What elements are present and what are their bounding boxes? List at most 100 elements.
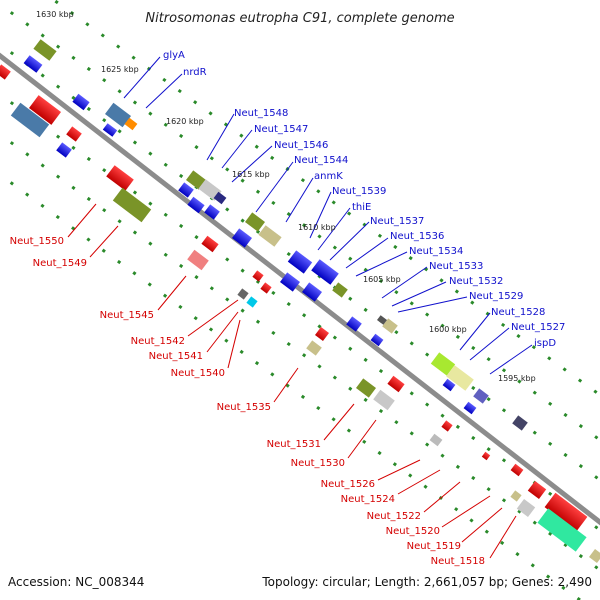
gene-label[interactable]: Neut_1545 xyxy=(100,310,154,321)
gene-blue xyxy=(442,378,456,392)
gene-labels-reverse: Neut_1550 Neut_1549 Neut_1545 Neut_1542 … xyxy=(10,236,485,567)
gene-blue xyxy=(56,142,72,158)
gene-olive xyxy=(245,212,265,232)
scale-label: 1600 kbp xyxy=(429,325,467,334)
gene-steel xyxy=(10,102,50,138)
gene-grey xyxy=(429,433,443,447)
gene-label[interactable]: Neut_1546 xyxy=(274,140,328,151)
gene-blue xyxy=(346,316,362,332)
gene-red xyxy=(106,165,134,191)
gene-label[interactable]: Neut_1547 xyxy=(254,124,308,135)
gene-label[interactable]: Neut_1542 xyxy=(131,336,185,347)
map-title: Nitrosomonas eutropha C91, complete geno… xyxy=(145,11,454,26)
gene-label[interactable]: Neut_1533 xyxy=(429,261,483,272)
gene-blue xyxy=(287,250,313,274)
gene-label[interactable]: nrdR xyxy=(183,67,207,78)
gene-grey xyxy=(237,288,249,300)
leader-lines-red xyxy=(67,203,517,559)
scale-label: 1620 kbp xyxy=(166,117,204,126)
gene-blue xyxy=(463,401,477,415)
gene-label[interactable]: Neut_1529 xyxy=(469,291,523,302)
scale-labels: 1630 kbp 1625 kbp 1620 kbp 1615 kbp 1610… xyxy=(36,10,536,383)
scale-label: 1615 kbp xyxy=(232,170,270,179)
gene-khaki xyxy=(588,548,600,564)
gene-blue xyxy=(23,55,43,73)
gene-label[interactable]: Neut_1532 xyxy=(449,276,503,287)
gene-blue xyxy=(204,204,220,220)
gene-red xyxy=(260,282,272,294)
gene-label[interactable]: ispD xyxy=(534,338,556,349)
gene-label[interactable]: Neut_1550 xyxy=(10,236,64,247)
gene-blocks xyxy=(0,39,600,564)
gene-olive xyxy=(186,170,206,190)
gene-blue xyxy=(178,182,194,198)
gene-pink xyxy=(187,249,209,271)
gene-khaki xyxy=(446,365,474,391)
gene-blue xyxy=(72,93,90,111)
gene-red xyxy=(29,95,61,125)
scale-label: 1610 kbp xyxy=(298,223,336,232)
gene-label[interactable]: glyA xyxy=(163,50,185,61)
gene-steel xyxy=(105,102,131,128)
gene-label[interactable]: Neut_1527 xyxy=(511,322,565,333)
gene-label[interactable]: Neut_1537 xyxy=(370,216,424,227)
gene-label[interactable]: Neut_1534 xyxy=(409,246,463,257)
gene-red xyxy=(527,480,547,500)
gene-red xyxy=(0,64,11,80)
gene-lime xyxy=(430,352,456,376)
gene-red xyxy=(544,492,588,532)
gene-khaki xyxy=(258,225,282,247)
gene-blue xyxy=(302,282,322,302)
gene-red xyxy=(387,375,405,393)
gene-label[interactable]: Neut_1540 xyxy=(171,368,225,379)
gene-grey xyxy=(373,389,395,411)
gene-label[interactable]: thiE xyxy=(352,202,371,213)
gene-olive xyxy=(112,187,152,223)
scale-label: 1605 kbp xyxy=(363,275,401,284)
leader-lines-blue xyxy=(123,56,533,375)
gene-blue xyxy=(232,228,252,248)
gene-label[interactable]: Neut_1548 xyxy=(234,108,288,119)
scale-label: 1595 kbp xyxy=(498,374,536,383)
gene-grey xyxy=(377,315,387,325)
gene-khaki xyxy=(382,318,398,334)
gene-label[interactable]: Neut_1539 xyxy=(332,186,386,197)
gene-label[interactable]: Neut_1526 xyxy=(321,479,375,490)
gene-red xyxy=(510,463,524,477)
gene-red xyxy=(201,235,219,253)
gene-label[interactable]: Neut_1531 xyxy=(267,439,321,450)
gene-label[interactable]: Neut_1528 xyxy=(491,307,545,318)
gene-khaki xyxy=(306,340,322,356)
gene-orange xyxy=(124,117,138,131)
gene-khaki xyxy=(510,490,522,502)
gene-label[interactable]: Neut_1541 xyxy=(149,351,203,362)
gene-label[interactable]: Neut_1520 xyxy=(386,526,440,537)
scale-label: 1625 kbp xyxy=(101,65,139,74)
gene-red xyxy=(314,326,330,342)
gene-olive xyxy=(332,282,348,298)
summary-text: Topology: circular; Length: 2,661,057 bp… xyxy=(261,575,592,589)
gene-label[interactable]: Neut_1549 xyxy=(33,258,87,269)
gene-blue xyxy=(280,272,300,292)
gene-blue xyxy=(187,196,205,214)
accession-text: Accession: NC_008344 xyxy=(8,575,144,589)
gene-label[interactable]: Neut_1519 xyxy=(407,541,461,552)
gene-label[interactable]: Neut_1518 xyxy=(431,556,485,567)
scale-label: 1630 kbp xyxy=(36,10,74,19)
gene-olive xyxy=(33,39,57,61)
gene-label[interactable]: Neut_1524 xyxy=(341,494,395,505)
gene-label[interactable]: Neut_1535 xyxy=(217,402,271,413)
gene-label[interactable]: Neut_1536 xyxy=(390,231,444,242)
gene-olive xyxy=(356,378,376,398)
gene-grey xyxy=(516,498,536,518)
gene-label[interactable]: Neut_1530 xyxy=(291,458,345,469)
gene-teal xyxy=(537,508,587,552)
gene-label[interactable]: Neut_1522 xyxy=(367,511,421,522)
gene-labels-forward: glyA nrdR Neut_1548 Neut_1547 Neut_1546 … xyxy=(163,50,565,349)
gene-label[interactable]: Neut_1544 xyxy=(294,155,348,166)
gene-red xyxy=(481,451,491,461)
gene-red xyxy=(252,270,264,282)
gene-label[interactable]: anmK xyxy=(314,171,343,182)
gene-blue xyxy=(102,123,118,137)
